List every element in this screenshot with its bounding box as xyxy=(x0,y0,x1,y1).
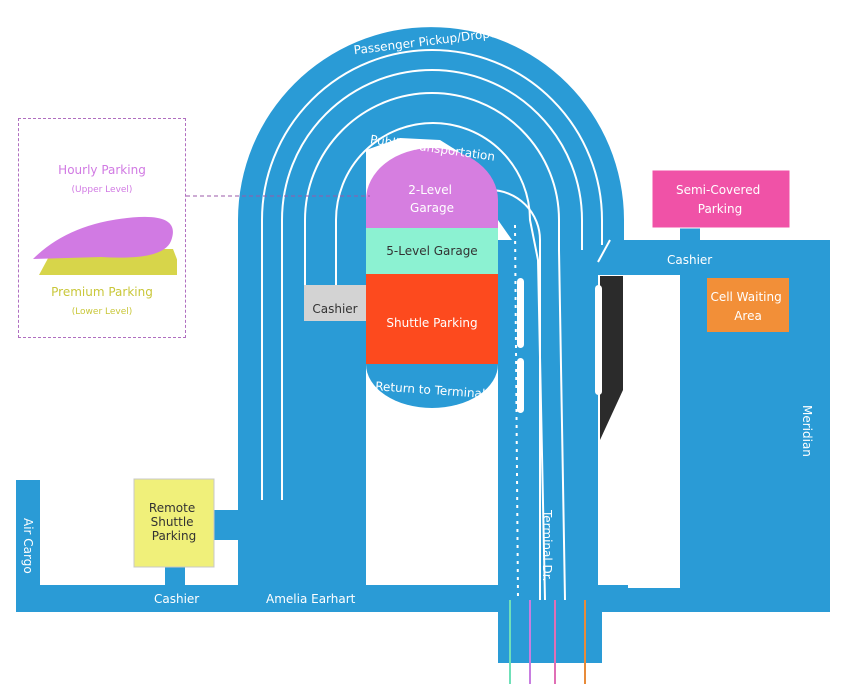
shuttle-parking-label: Shuttle Parking xyxy=(386,316,477,330)
meridian-label: Meridian xyxy=(800,405,814,457)
semi-covered-parking xyxy=(651,169,791,229)
cashier-box-label: Cashier xyxy=(312,302,357,316)
island-bottom xyxy=(517,358,524,413)
lane-3 xyxy=(304,92,566,601)
terminal-color-lines xyxy=(509,600,586,684)
cell-waiting-line1: Cell Waiting xyxy=(710,290,781,304)
road-network xyxy=(16,27,830,663)
dark-median xyxy=(600,276,623,440)
pickup-dropoff-loop xyxy=(238,27,624,663)
remote-shuttle-parking xyxy=(133,478,215,568)
return-terminal-arc xyxy=(366,364,498,408)
air-cargo-road xyxy=(16,480,40,610)
cashier-right-label: Cashier xyxy=(667,253,712,267)
white-median-island xyxy=(595,285,602,395)
remote-shuttle-line2: Shuttle xyxy=(151,515,194,529)
remote-cashier-stub xyxy=(165,565,185,590)
remote-shuttle-line3: Parking xyxy=(152,529,197,543)
legend-premium-title: Premium Parking xyxy=(51,285,153,299)
air-cargo-label: Air Cargo xyxy=(21,518,35,574)
island-top xyxy=(517,278,524,348)
meridian-loop xyxy=(598,240,830,612)
semi-covered-line1: Semi-Covered xyxy=(676,183,760,197)
cashier-bottom-label: Cashier xyxy=(154,592,199,606)
terminal-road-end xyxy=(498,590,602,663)
garage-5-level-label: 5-Level Garage xyxy=(386,244,477,258)
remote-shuttle-connector xyxy=(214,510,238,540)
amelia-earhart-label: Amelia Earhart xyxy=(266,592,356,606)
remote-shuttle-line1: Remote xyxy=(149,501,195,515)
semi-covered-label: Semi-Covered Parking xyxy=(676,183,764,216)
terminal-dr-line xyxy=(489,189,541,600)
legend-hourly-sub: (Upper Level) xyxy=(71,185,133,195)
lane-4 xyxy=(335,122,546,601)
meridian-lane-2 xyxy=(597,239,611,263)
shuttle-parking xyxy=(366,274,498,364)
parking-legend: Hourly Parking (Upper Level) Premium Par… xyxy=(18,118,186,338)
cell-waiting-label: Cell Waiting Area xyxy=(710,290,785,323)
lane-outer xyxy=(261,49,603,500)
terminal-dr-label: Terminal Dr. xyxy=(540,509,554,581)
garage-2-level-line1: 2-Level xyxy=(408,183,452,197)
remote-shuttle-label: Remote Shuttle Parking xyxy=(149,501,199,543)
garage-2-level xyxy=(366,148,498,228)
semi-covered-stub xyxy=(680,226,700,246)
garage-5-level xyxy=(366,228,498,274)
legend-hourly-title: Hourly Parking xyxy=(58,163,146,177)
legend-premium-sub: (Lower Level) xyxy=(71,307,133,317)
cashier-box xyxy=(304,285,366,321)
garage-2-level-line2: Garage xyxy=(410,201,454,215)
legend-parking-icon xyxy=(33,216,177,275)
cell-waiting-area xyxy=(707,278,789,332)
hourly-level-shape xyxy=(33,216,173,259)
lane-2 xyxy=(281,69,583,500)
terminal-dashes xyxy=(514,224,519,601)
cell-waiting-line2: Area xyxy=(734,309,762,323)
garage-2-level-label: 2-Level Garage xyxy=(408,183,455,215)
semi-covered-line2: Parking xyxy=(698,202,743,216)
